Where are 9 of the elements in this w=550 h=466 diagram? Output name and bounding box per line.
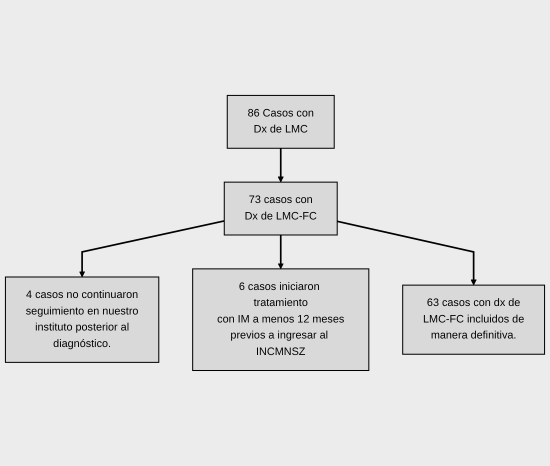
node-box: 4 casos no continuaron seguimiento en nuestro instituto posterior al diagnóstico. [4,276,160,363]
arrow [278,235,284,270]
node-box: 73 casos con Dx de LMC-FC [224,182,338,236]
arrow [337,220,477,286]
arrow [278,148,284,182]
node-box: 86 Casos con Dx de LMC [226,94,335,149]
arrow [79,220,224,278]
node-box: 63 casos con dx de LMC-FC incluidos de manera definitiva. [402,284,546,355]
node-box: 6 casos iniciaron tratamiento con IM a menos 12 meses previos a ingresar al INCMNSZ [192,268,370,372]
